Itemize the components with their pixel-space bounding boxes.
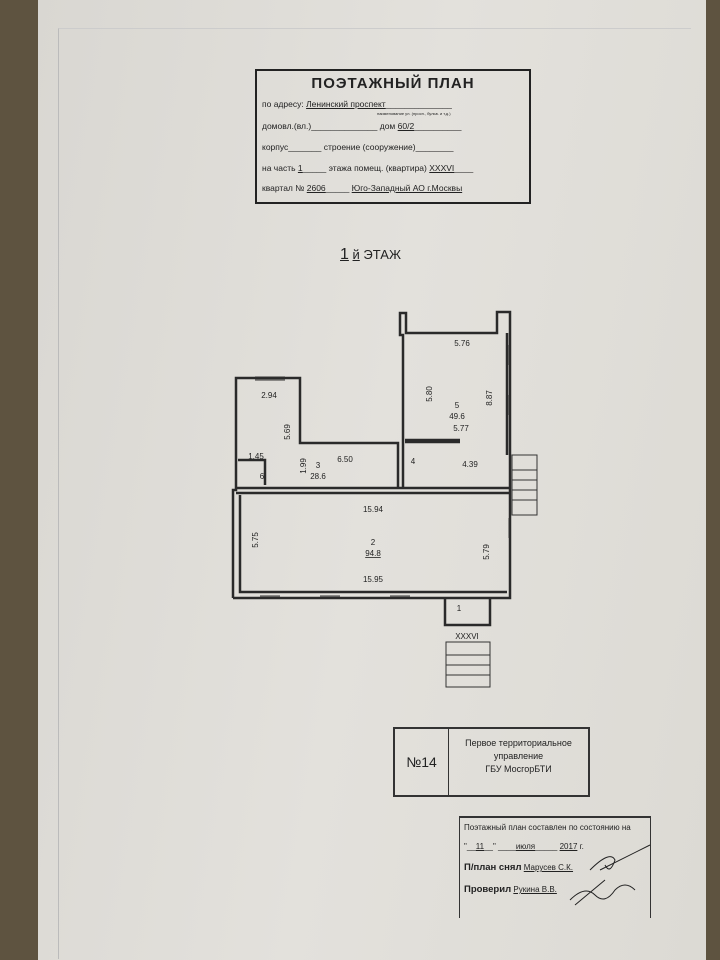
dim-5-80: 5.80 [425,386,434,402]
cert-month: июля [515,842,536,851]
stamp-line-1: Первое территориальное [465,738,572,748]
title-block: ПОЭТАЖНЫЙ ПЛАН по адресу: Ленинский прос… [255,69,531,204]
room-2-area: 94.8 [365,549,381,558]
cert-year-suffix: г. [579,842,584,851]
paper-sheet [38,0,706,960]
plan-walls [231,310,512,627]
room-5-id: 5 [455,401,460,410]
premises-label: этажа помещ. (квартира) [328,163,427,173]
floor-suffix: й [352,247,360,262]
address-hint: наименование ул. (просп., бульв. и т.д.) [377,111,451,116]
room-3-id: 3 [316,461,321,470]
cert-year: 2017 [559,842,578,851]
stroenie-label: строение (сооружение) [323,142,416,152]
sheet-frame [58,28,691,959]
kvartal-label: квартал № [262,183,305,193]
room-6-id: 6 [260,472,265,481]
part-value: 1 [297,163,303,173]
dim-5-79: 5.79 [482,544,491,560]
floor-number: 1 [340,246,349,263]
address-label: по адресу: [262,99,304,109]
dim-8-87: 8.87 [485,390,494,406]
dim-15-94: 15.94 [363,505,384,514]
dim-15-95: 15.95 [363,575,384,584]
room-2-id: 2 [371,538,376,547]
part-label: на часть [262,163,296,173]
stamp-line-3: ГБУ МосгорБТИ [485,764,552,774]
premises-value: XXXVI [429,163,455,173]
room-5-area: 49.6 [449,412,465,421]
dim-4-39: 4.39 [462,460,478,469]
plan-heading: ПОЭТАЖНЫЙ ПЛАН [311,75,475,92]
floor-word: ЭТАЖ [363,247,401,262]
drawn-label: П/план снял [464,862,522,873]
dim-6-50: 6.50 [337,455,353,464]
district: Юго-Западный АО г.Москвы [351,183,463,193]
windows [255,345,510,597]
address-value: Ленинский проспект [306,99,386,109]
bti-stamp: №14 Первое территориальное управление ГБ… [393,727,590,797]
stamp-number: №14 [395,729,449,795]
dim-5-75: 5.75 [251,532,260,548]
kvartal-value: 2606 [306,183,326,193]
dim-1-99: 1.99 [299,458,308,474]
dim-5-77: 5.77 [453,424,469,433]
dim-5-76: 5.76 [454,339,470,348]
room-1-id: 1 [457,604,462,613]
dim-1-45: 1.45 [248,452,264,461]
room-3-area: 28.6 [310,472,326,481]
checked-label: Проверил [464,884,512,895]
floor-label: 1 й ЭТАЖ [340,246,401,264]
room-4-id: 4 [411,457,416,466]
dom-value: 60/2 [397,121,415,131]
korpus-label: корпус [262,142,289,152]
stairs [445,454,538,688]
dom-label: дом [379,121,396,131]
certification-block: Поэтажный план составлен по состоянию на… [459,816,651,918]
drawn-by: Марусев С.К. [523,863,574,872]
entrance-label: XXXVI [455,632,479,641]
stamp-line-2: управление [493,751,544,761]
dim-2-94: 2.94 [261,391,277,400]
checked-by: Рукина В.В. [513,885,557,894]
cert-line-1: Поэтажный план составлен по состоянию на [464,823,631,832]
dim-5-69: 5.69 [283,424,292,440]
domovl-label: домовл.(вл.) [262,121,312,131]
cert-day: 11 [475,842,485,851]
